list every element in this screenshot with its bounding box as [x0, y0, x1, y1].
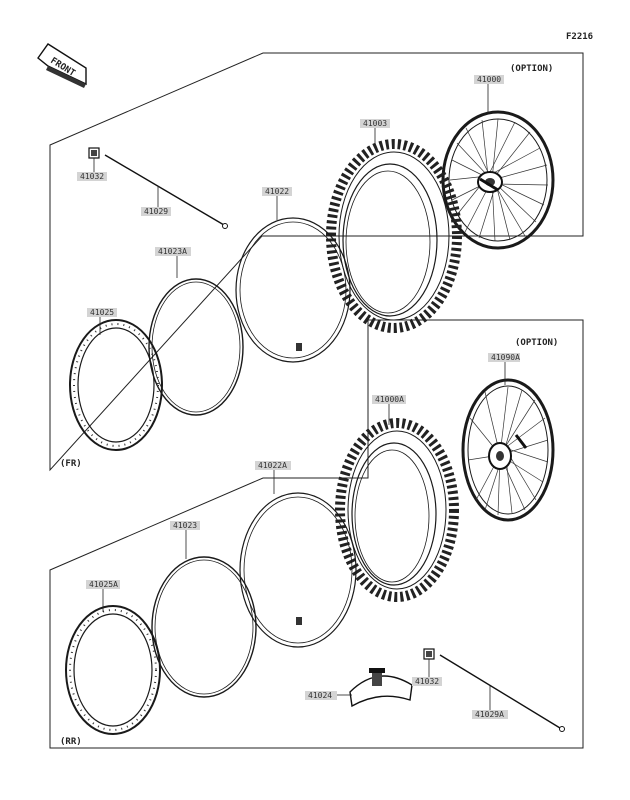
front-spoked-wheel-41000: [441, 110, 555, 250]
front-section-label: (FR): [60, 459, 82, 469]
part-label-41032-front: 41032: [80, 172, 104, 181]
front-rim-41025: [69, 319, 163, 451]
part-label-41024: 41024: [308, 691, 332, 700]
part-label-41000: 41000: [477, 75, 501, 84]
front-arrow-icon: FRONT: [37, 43, 87, 88]
part-label-41003: 41003: [363, 119, 387, 128]
rear-spoked-wheel-41090A: [461, 378, 555, 522]
part-label-41022: 41022: [265, 187, 289, 196]
front-section-frame: [49, 52, 584, 472]
rear-option-label: (OPTION): [515, 338, 558, 348]
part-label-41023A: 41023A: [158, 247, 187, 256]
part-label-41025: 41025: [90, 308, 114, 317]
front-rim-band-41023A: [148, 278, 244, 416]
part-label-41023: 41023: [173, 521, 197, 530]
rear-spoke-41029A: [439, 654, 565, 732]
part-label-41029: 41029: [144, 207, 168, 216]
front-valve-cap-41032: [88, 147, 100, 159]
part-label-41032-rear: 41032: [415, 677, 439, 686]
rear-tube-41022A: [239, 492, 357, 648]
rear-rim-41025A: [65, 605, 161, 735]
rear-section-label: (RR): [60, 737, 82, 747]
rear-section-frame: [49, 319, 584, 749]
front-option-label: (OPTION): [510, 64, 553, 74]
front-tube-41022: [235, 217, 351, 363]
rim-lock-41024: [349, 668, 413, 708]
front-spoke-41029: [104, 154, 228, 229]
rear-rim-band-41023: [151, 556, 257, 698]
part-label-41029A: 41029A: [475, 710, 504, 719]
part-label-41090A: 41090A: [491, 353, 520, 362]
part-label-41000A: 41000A: [375, 395, 404, 404]
figure-code: F2216: [566, 32, 593, 42]
part-label-41025A: 41025A: [89, 580, 118, 589]
rear-tire-41000A: [335, 418, 459, 602]
part-label-41022A: 41022A: [258, 461, 287, 470]
rear-valve-cap-41032: [423, 648, 435, 660]
